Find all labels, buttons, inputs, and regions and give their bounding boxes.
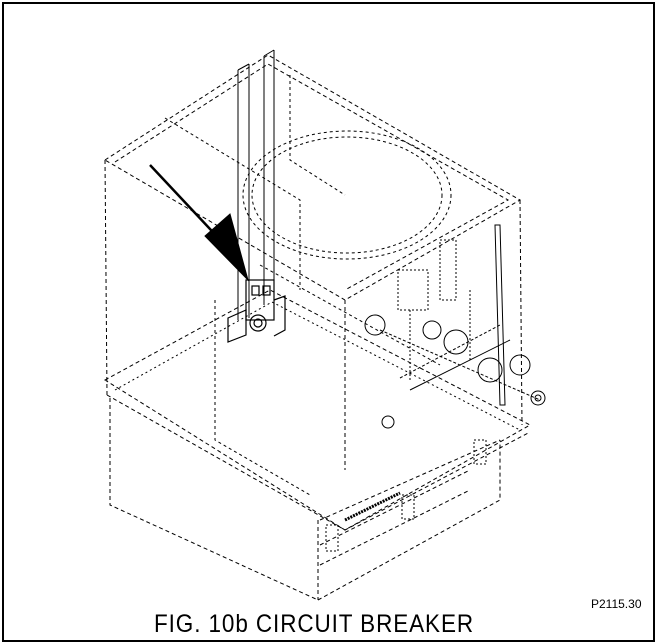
upper-box	[104, 54, 523, 470]
figure-reference-code: P2115.30	[591, 597, 642, 611]
middle-tray	[104, 289, 532, 531]
lower-box	[109, 398, 501, 601]
pointer-arrow	[149, 164, 249, 282]
mounting-rail	[237, 49, 275, 320]
internal-frame	[164, 75, 441, 496]
figure-caption: FIG. 10b CIRCUIT BREAKER	[154, 610, 475, 638]
top-recess	[242, 130, 452, 260]
lower-door-details	[325, 439, 487, 552]
circuit-breaker-unit	[227, 279, 286, 343]
valve-assembly	[364, 224, 546, 429]
